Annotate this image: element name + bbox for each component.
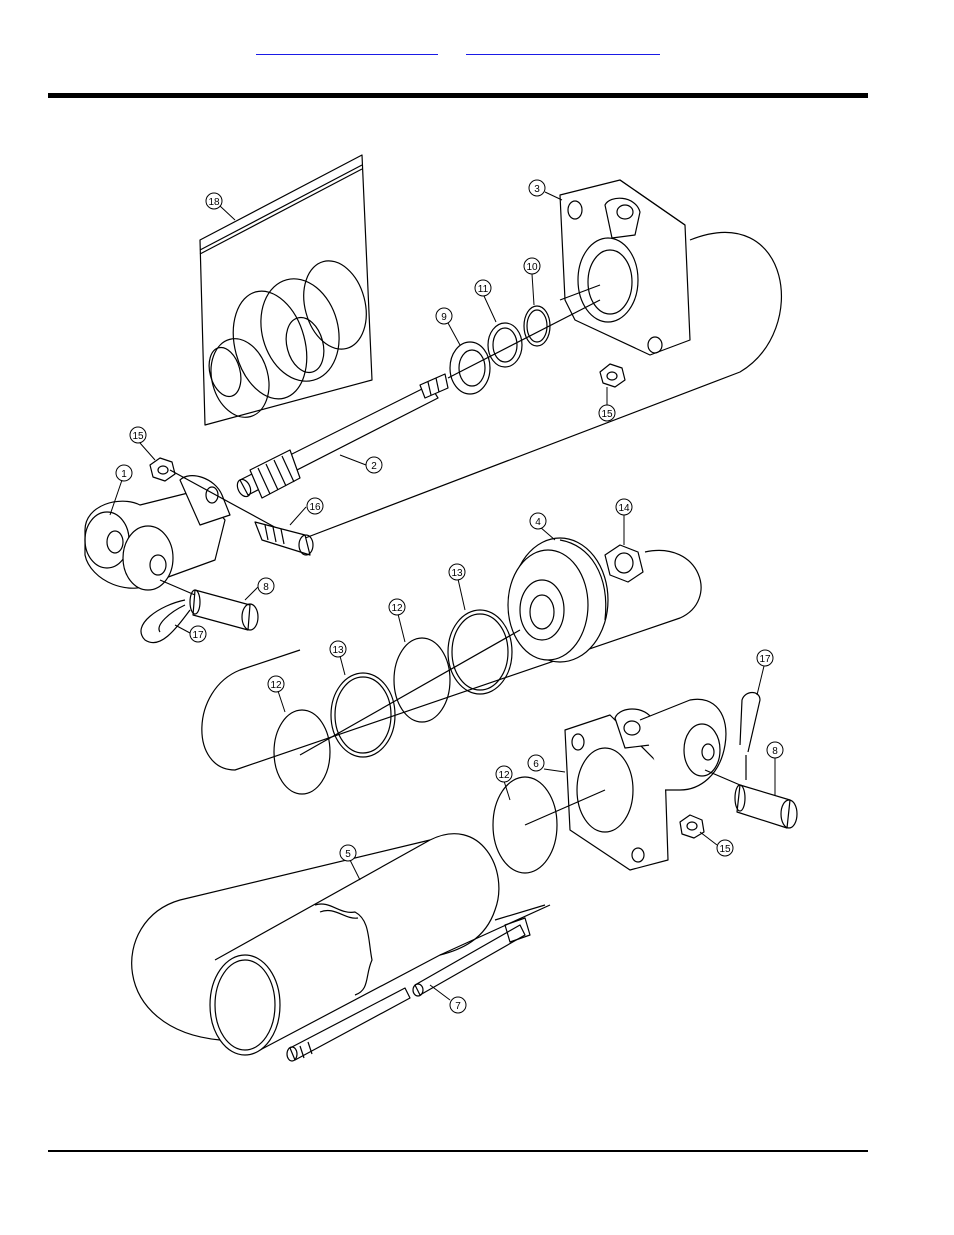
- callout-label: 12: [270, 680, 282, 691]
- callout-16: [306, 497, 324, 515]
- rod-clevis: [84, 475, 231, 591]
- clevis-pin: [189, 589, 259, 631]
- callout-label: 3: [534, 184, 540, 195]
- o-ring: [523, 305, 551, 347]
- callout-label: 12: [498, 770, 510, 781]
- hair-pin: [140, 599, 191, 644]
- o-ring: [393, 637, 451, 723]
- callout-8: [257, 577, 275, 595]
- header-link-left[interactable]: [256, 40, 438, 55]
- callout-17: [189, 625, 207, 643]
- cylinder-base: [564, 698, 727, 871]
- callout-15: [716, 839, 734, 857]
- callout-label: 13: [451, 568, 463, 579]
- piston: [507, 537, 609, 663]
- callout-label: 1: [121, 469, 127, 480]
- footer-rule: [48, 1150, 868, 1152]
- piston-rod: [236, 373, 449, 499]
- callout-label: 5: [345, 849, 351, 860]
- hex-nut: [149, 457, 176, 482]
- assembly-loop-middle: [201, 549, 702, 771]
- o-ring: [492, 776, 558, 874]
- tie-rod: [286, 917, 531, 1062]
- callout-label: 12: [391, 603, 403, 614]
- callout-label: 15: [132, 431, 144, 442]
- callout-13: [329, 640, 347, 658]
- hair-pin: [739, 691, 761, 753]
- callout-13: [448, 563, 466, 581]
- cylinder-barrel: [209, 833, 500, 1056]
- callout-12: [388, 598, 406, 616]
- rod-wiper: [449, 341, 491, 395]
- callout-3: [528, 179, 546, 197]
- callout-label: 2: [371, 461, 377, 472]
- callout-14: [615, 498, 633, 516]
- header-rule: [48, 93, 868, 98]
- callout-label: 17: [759, 654, 771, 665]
- callout-12: [267, 675, 285, 693]
- assembly-loop-lower: [131, 839, 431, 1041]
- callout-6: [527, 754, 545, 772]
- o-ring: [273, 709, 331, 795]
- rod-seal: [487, 322, 523, 368]
- callout-8: [766, 741, 784, 759]
- callout-label: 14: [618, 503, 630, 514]
- piston-nut: [604, 544, 644, 583]
- callout-12: [495, 765, 513, 783]
- piston-seal: [447, 609, 513, 695]
- callout-label: 16: [309, 502, 321, 513]
- callout-label: 15: [719, 844, 731, 855]
- clevis-pin: [734, 784, 798, 829]
- cylinder-head: [559, 179, 691, 356]
- callout-9: [435, 307, 453, 325]
- callout-label: 7: [455, 1001, 461, 1012]
- seal-kit-bag: [199, 154, 373, 426]
- callout-label: 11: [478, 284, 489, 295]
- callout-2: [365, 456, 383, 474]
- callout-label: 15: [601, 409, 613, 420]
- callout-1: [115, 464, 133, 482]
- callout-label: 9: [441, 312, 447, 323]
- cap-screw: [254, 521, 314, 556]
- callout-4: [529, 512, 547, 530]
- header-link-right[interactable]: [466, 40, 660, 55]
- piston-seal: [330, 672, 396, 758]
- hex-nut: [599, 363, 626, 388]
- callout-15: [129, 426, 147, 444]
- callout-label: 8: [263, 582, 269, 593]
- callout-label: 6: [533, 759, 539, 770]
- callout-17: [756, 649, 774, 667]
- assembly-loop-upper: [299, 232, 783, 541]
- callout-label: 18: [208, 197, 220, 208]
- callout-label: 17: [192, 630, 204, 641]
- callout-11: [474, 279, 492, 297]
- callout-15: [598, 404, 616, 422]
- callout-5: [339, 844, 357, 862]
- callout-10: [523, 257, 541, 275]
- callout-18: [205, 192, 223, 210]
- callout-label: 4: [535, 517, 541, 528]
- callout-7: [449, 996, 467, 1014]
- callout-label: 13: [332, 645, 344, 656]
- callout-label: 8: [772, 746, 778, 757]
- callout-label: 10: [526, 262, 538, 273]
- hex-nut: [679, 814, 705, 839]
